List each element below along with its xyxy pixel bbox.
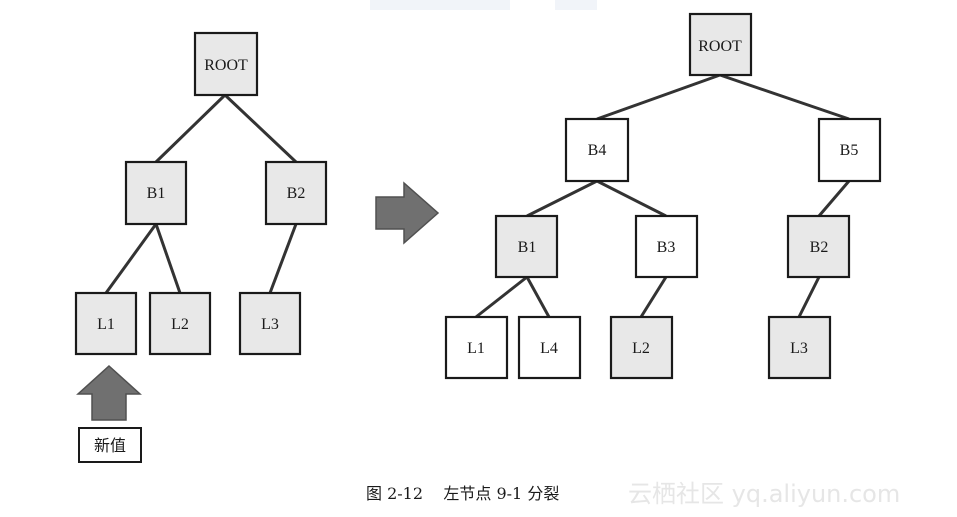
node-label: B2 [810,239,829,256]
edge-root-b2 [223,93,298,164]
node-l2: L2 [609,315,674,380]
edge-b1-l1 [475,275,528,319]
node-label: L2 [632,340,650,357]
edge-root-b4 [596,73,721,121]
edge-b4-b3 [596,179,667,218]
edge-b1-l2 [154,223,182,294]
node-l1: L1 [74,291,138,356]
node-l2: L2 [148,291,212,356]
right-tree: ROOT B4 B5 B1 B3 B2 L1 L4 [444,12,882,380]
node-b1: B1 [494,214,559,279]
node-l4: L4 [517,315,582,380]
new-value-box: 新值 [78,427,142,463]
edge-b4-b1 [526,179,598,218]
node-l1: L1 [444,315,509,380]
transform-right-arrow-icon [375,181,440,245]
node-label: ROOT [698,38,742,55]
node-label: L2 [171,316,189,333]
edge-b1-l4 [525,276,551,318]
top-decoration [555,0,597,10]
node-label: L1 [467,340,485,357]
node-b2: B2 [264,160,328,226]
node-label: B5 [840,142,859,159]
node-l3: L3 [238,291,302,356]
insert-up-arrow-icon [76,364,142,421]
edge-root-b1 [154,93,227,164]
node-label: B4 [588,142,607,159]
edge-b2-l3 [268,223,298,294]
node-b2: B2 [786,214,851,279]
node-label: L3 [261,316,279,333]
new-value-label: 新值 [94,436,126,455]
edge-b3-l2 [639,276,668,318]
node-label: L1 [97,316,115,333]
edge-root-b5 [719,73,850,121]
node-label: B1 [518,239,537,256]
top-decoration [370,0,510,10]
node-l3: L3 [767,315,832,380]
node-label: ROOT [204,57,248,74]
left-tree: ROOT B1 B2 L1 L2 L3 新值 [74,31,328,463]
node-label: L4 [540,340,558,357]
node-b4: B4 [564,117,630,183]
node-label: L3 [790,340,808,357]
edge-b2-l3 [797,276,821,318]
edge-b1-l1 [104,223,158,294]
watermark: 云栖社区 yq.aliyun.com [628,480,901,508]
figure-caption: 图 2-12 左节点 9-1 分裂 [366,484,560,503]
node-b3: B3 [634,214,699,279]
node-label: B1 [147,185,166,202]
node-root: ROOT [193,31,259,97]
node-root: ROOT [688,12,753,77]
edge-b5-b2 [817,180,851,217]
node-b1: B1 [124,160,188,226]
node-b5: B5 [817,117,882,183]
node-label: B2 [287,185,306,202]
node-label: B3 [657,239,676,256]
